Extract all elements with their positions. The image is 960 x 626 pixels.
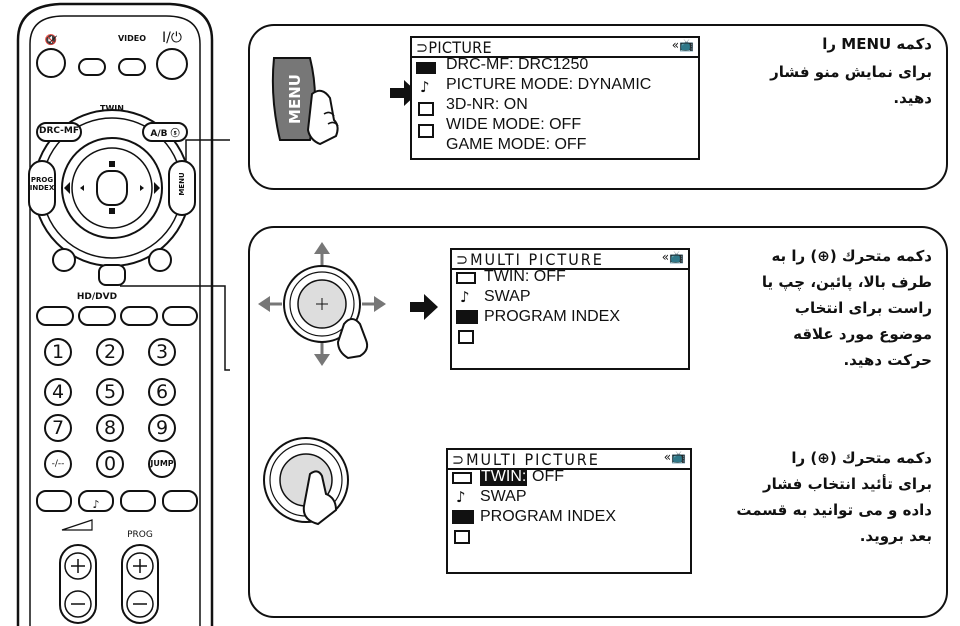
num-8[interactable]: 8 [96,414,124,442]
setup-icon [418,124,434,138]
hddvd-label: HD/DVD [76,292,118,302]
menu-button[interactable] [168,160,196,216]
step2-panel: ⊃MULTI PICTURE «📺 ♪ TWIN: OFF SWAP PROGR… [248,226,948,618]
num-4[interactable]: 4 [44,378,72,406]
arrow-right-icon-2 [410,294,438,320]
ab-button[interactable] [142,122,188,142]
step3-text-3: داده و می توانید به قسمت [736,501,932,519]
tv-logo-icon-2: «📺 [661,250,684,264]
osd3-title: ⊃MULTI PICTURE [452,450,600,469]
square-button[interactable] [162,306,198,326]
right-fn-button[interactable] [148,248,172,272]
sound-mode-button[interactable] [78,490,114,512]
num-2[interactable]: 2 [96,338,124,366]
joystick-press-illustration [263,437,349,526]
num-5[interactable]: 5 [96,378,124,406]
text-button[interactable] [36,306,74,326]
drc-mf-button[interactable] [36,122,82,142]
prog-small-label: PROG [127,530,153,540]
prog-index-label: PROG INDEX [29,176,55,192]
tv-logo-icon: «📺 [671,38,694,52]
digit-mode-button[interactable]: -/-- [44,450,72,478]
step2-text-3: راست برای انتخاب [794,299,932,317]
osd2-title: ⊃MULTI PICTURE [456,250,604,269]
multi-picture-osd-2: ⊃MULTI PICTURE «📺 ♪ TWIN: OFF SWAP PROGR… [446,448,692,574]
mute-button[interactable] [36,48,66,78]
prog-index-button[interactable] [28,160,56,216]
left-fn-button[interactable] [52,248,76,272]
osd-title: ⊃PICTURE [416,38,492,57]
osd3-line-1-value: OFF [532,468,564,485]
remote-body [16,2,230,626]
menu-key-label: MENU [285,74,304,124]
multi-picture-osd-1: ⊃MULTI PICTURE «📺 ♪ TWIN: OFF SWAP PROGR… [450,248,690,370]
osd-line-3: 3D-NR: ON [446,96,528,113]
osd3-line-2: SWAP [480,488,527,505]
picture-icon [456,272,476,284]
num-1[interactable]: 1 [44,338,72,366]
osd-line-2: PICTURE MODE: DYNAMIC [446,76,652,93]
step1-text-3: دهید. [893,89,932,107]
mute-label: 🔇̸ [44,35,58,46]
step2-text-4: موضوع مورد علاقه [793,325,932,343]
sound-icon: ♪ [460,288,470,306]
menu-label: MENU [178,172,186,196]
osd2-line-2: SWAP [484,288,531,305]
picture-osd: ⊃PICTURE «📺 ♪ DRC-MF: DRC1250 PICTURE MO… [410,36,700,160]
drc-mf-label: DRC-MF [38,126,80,136]
step1-text-2: برای نمایش منو فشار [770,63,932,81]
surround-button[interactable] [120,490,156,512]
sound-icon: ♪ [420,78,430,96]
osd-line-5: GAME MODE: OFF [446,136,587,153]
joystick-button[interactable] [96,170,128,206]
tv-logo-icon-3: «📺 [663,450,686,464]
sound-icon: ♪ [456,488,466,506]
num-7[interactable]: 7 [44,414,72,442]
joystick-move-illustration [258,242,386,366]
step1-text-1: دکمه MENU را [822,35,932,53]
step2-text-2: طرف بالا، پائین، چپ یا [761,273,932,291]
osd3-line-3: PROGRAM INDEX [480,508,617,525]
step3-text-4: بعد بروید. [859,527,932,545]
num-9[interactable]: 9 [148,414,176,442]
osd3-highlight: TWIN: [480,468,528,486]
step2-text-5: حرکت دهید. [843,351,932,369]
picture-icon [416,62,436,74]
osd-line-4: WIDE MODE: OFF [446,116,582,133]
num-6[interactable]: 6 [148,378,176,406]
remote-control: 🔇̸ VIDEO I/⏻ DRC-MF A/B ⓢ PROG INDEX MEN… [0,0,230,626]
video-power-button[interactable] [118,58,146,76]
menu-press-illustration [271,57,339,146]
screen-icon [418,102,434,116]
osd-line-1: DRC-MF: DRC1250 [446,56,589,73]
input-button[interactable] [120,306,158,326]
video-label: VIDEO [117,34,147,43]
num-3[interactable]: 3 [148,338,176,366]
info-button[interactable] [78,58,106,76]
setup-icon [454,530,470,544]
jump-button[interactable]: JUMP [148,450,176,478]
step3-text-1: دکمه متحرك (⊕) را [791,449,932,467]
step2-text-1: دکمه متحرك (⊕) را به [771,247,932,265]
center-fn-button[interactable] [98,264,126,286]
osd2-line-3: PROGRAM INDEX [484,308,621,325]
power-button[interactable] [156,48,188,80]
num-0[interactable]: 0 [96,450,124,478]
note-icon: ♪ [92,498,100,511]
twin-label: TWIN [100,104,124,113]
screen-icon [456,310,478,324]
screen-icon [452,510,474,524]
step3-text-2: برای تأئید انتخاب فشار [763,475,932,493]
power-label: I/⏻ [162,30,182,46]
wide-button[interactable] [162,490,198,512]
osd2-line-1: TWIN: OFF [484,268,566,285]
step1-panel: MENU ⊃PICTURE «📺 ♪ DRC-MF: DRC1250 PICTU… [248,24,948,190]
setup-icon [458,330,474,344]
hddvd-button[interactable] [78,306,116,326]
picture-mode-button[interactable] [36,490,72,512]
ab-label: A/B ⓢ [150,129,180,139]
picture-icon [452,472,472,484]
